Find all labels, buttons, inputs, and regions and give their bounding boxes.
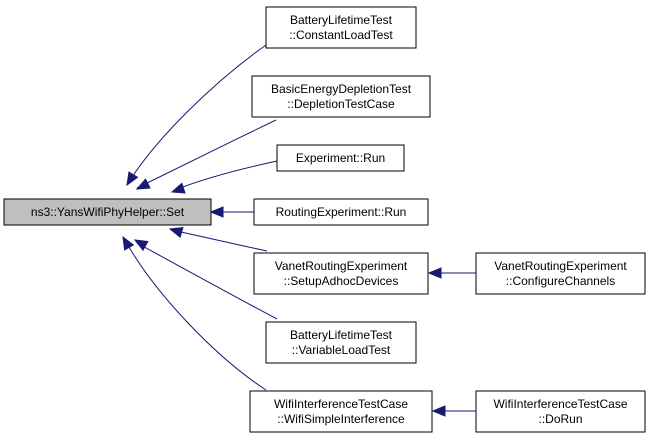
node-label-line: BatteryLifetimeTest bbox=[290, 13, 393, 27]
node-label-line: BatteryLifetimeTest bbox=[290, 328, 393, 342]
node-box bbox=[253, 252, 429, 295]
node-box bbox=[475, 252, 646, 295]
node-label-line: ns3::YansWifiPhyHelper::Set bbox=[31, 205, 185, 219]
edge-experiment-run-to-root-arrowhead bbox=[170, 182, 186, 194]
edge-wifi-simple-to-root bbox=[122, 235, 267, 391]
edge-wifi-dorun-to-wifi-simple bbox=[431, 405, 476, 417]
edge-basic-energy-to-root-line bbox=[136, 119, 277, 189]
node-label-line: ::ConstantLoadTest bbox=[289, 28, 393, 42]
node-label-line: RoutingExperiment::Run bbox=[276, 205, 407, 219]
call-edges bbox=[122, 44, 476, 417]
edge-vanet-configure-to-vanet-setup-arrowhead bbox=[427, 267, 442, 279]
node-wifi-dorun[interactable]: WifiInterferenceTestCase::DoRun bbox=[475, 390, 646, 433]
node-basic-energy[interactable]: BasicEnergyDepletionTest::DepletionTestC… bbox=[251, 75, 431, 118]
edge-battery-variable-to-root-arrowhead bbox=[133, 239, 149, 252]
edge-wifi-simple-to-root-line bbox=[124, 239, 267, 391]
node-box bbox=[249, 390, 433, 433]
node-vanet-setup[interactable]: VanetRoutingExperiment::SetupAdhocDevice… bbox=[253, 252, 429, 295]
node-vanet-configure[interactable]: VanetRoutingExperiment::ConfigureChannel… bbox=[475, 252, 646, 295]
node-label-line: ::SetupAdhocDevices bbox=[284, 274, 399, 288]
edge-routing-run-to-root bbox=[209, 206, 254, 218]
node-box bbox=[276, 144, 405, 172]
node-box bbox=[265, 6, 417, 49]
edge-vanet-setup-to-root-arrowhead bbox=[168, 226, 184, 239]
edge-vanet-setup-to-root-line bbox=[171, 229, 268, 252]
edge-basic-energy-to-root bbox=[135, 119, 277, 190]
node-label-line: ::VariableLoadTest bbox=[292, 343, 391, 357]
node-label-line: Experiment::Run bbox=[296, 151, 385, 165]
node-battery-variable[interactable]: BatteryLifetimeTest::VariableLoadTest bbox=[265, 321, 417, 364]
node-label-line: ::WifiSimpleInterference bbox=[277, 412, 405, 426]
edge-experiment-run-to-root bbox=[170, 160, 278, 194]
node-routing-run[interactable]: RoutingExperiment::Run bbox=[253, 198, 429, 226]
edge-battery-constant-to-root bbox=[126, 44, 267, 187]
node-label-line: ::DoRun bbox=[538, 412, 582, 426]
edge-battery-variable-to-root bbox=[133, 239, 278, 320]
edge-battery-constant-to-root-arrowhead bbox=[126, 171, 139, 187]
node-experiment-run[interactable]: Experiment::Run bbox=[276, 144, 405, 172]
edge-vanet-configure-to-vanet-setup bbox=[427, 267, 476, 279]
node-box bbox=[3, 198, 212, 226]
edge-battery-variable-to-root-line bbox=[136, 242, 278, 320]
node-box bbox=[251, 75, 431, 118]
edge-routing-run-to-root-arrowhead bbox=[209, 206, 224, 218]
edge-basic-energy-to-root-arrowhead bbox=[135, 178, 151, 190]
node-label-line: WifiInterferenceTestCase bbox=[493, 397, 627, 411]
edge-experiment-run-to-root-line bbox=[174, 160, 278, 191]
edge-battery-constant-to-root-line bbox=[126, 44, 267, 186]
node-wifi-simple[interactable]: WifiInterferenceTestCase::WifiSimpleInte… bbox=[249, 390, 433, 433]
node-battery-constant[interactable]: BatteryLifetimeTest::ConstantLoadTest bbox=[265, 6, 417, 49]
graph-nodes: ns3::YansWifiPhyHelper::SetBatteryLifeti… bbox=[3, 6, 646, 433]
node-label-line: ::DepletionTestCase bbox=[287, 97, 395, 111]
node-box bbox=[265, 321, 417, 364]
node-root[interactable]: ns3::YansWifiPhyHelper::Set bbox=[3, 198, 212, 226]
node-box bbox=[475, 390, 646, 433]
edge-wifi-simple-to-root-arrowhead bbox=[122, 235, 135, 251]
edge-vanet-setup-to-root bbox=[168, 226, 268, 252]
edge-wifi-dorun-to-wifi-simple-arrowhead bbox=[431, 405, 446, 417]
node-box bbox=[253, 198, 429, 226]
node-label-line: ::ConfigureChannels bbox=[506, 274, 615, 288]
node-label-line: WifiInterferenceTestCase bbox=[274, 397, 408, 411]
node-label-line: VanetRoutingExperiment bbox=[494, 259, 627, 273]
node-label-line: VanetRoutingExperiment bbox=[275, 259, 408, 273]
node-label-line: BasicEnergyDepletionTest bbox=[271, 82, 412, 96]
